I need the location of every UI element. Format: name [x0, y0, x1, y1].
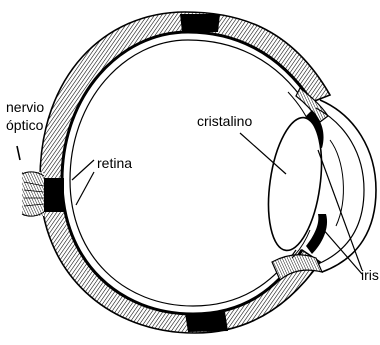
cornea — [320, 100, 376, 272]
optic-nerve-label-line1: nervio — [6, 99, 44, 115]
optic-nerve — [22, 172, 64, 216]
retina-leader-2 — [76, 172, 94, 205]
sclera-dark-bottom — [185, 312, 228, 332]
iris-leader-1 — [318, 150, 362, 270]
optic-nerve-label-line2: óptico — [6, 117, 44, 133]
cornea-inner — [316, 108, 364, 264]
sclera-dark-top — [180, 14, 220, 32]
lens-label: cristalino — [197, 113, 252, 129]
retina-layer — [70, 40, 306, 306]
iris-label: iris — [361, 267, 379, 283]
retina-label: retina — [97, 155, 132, 171]
optic-nerve-leader — [17, 146, 20, 160]
